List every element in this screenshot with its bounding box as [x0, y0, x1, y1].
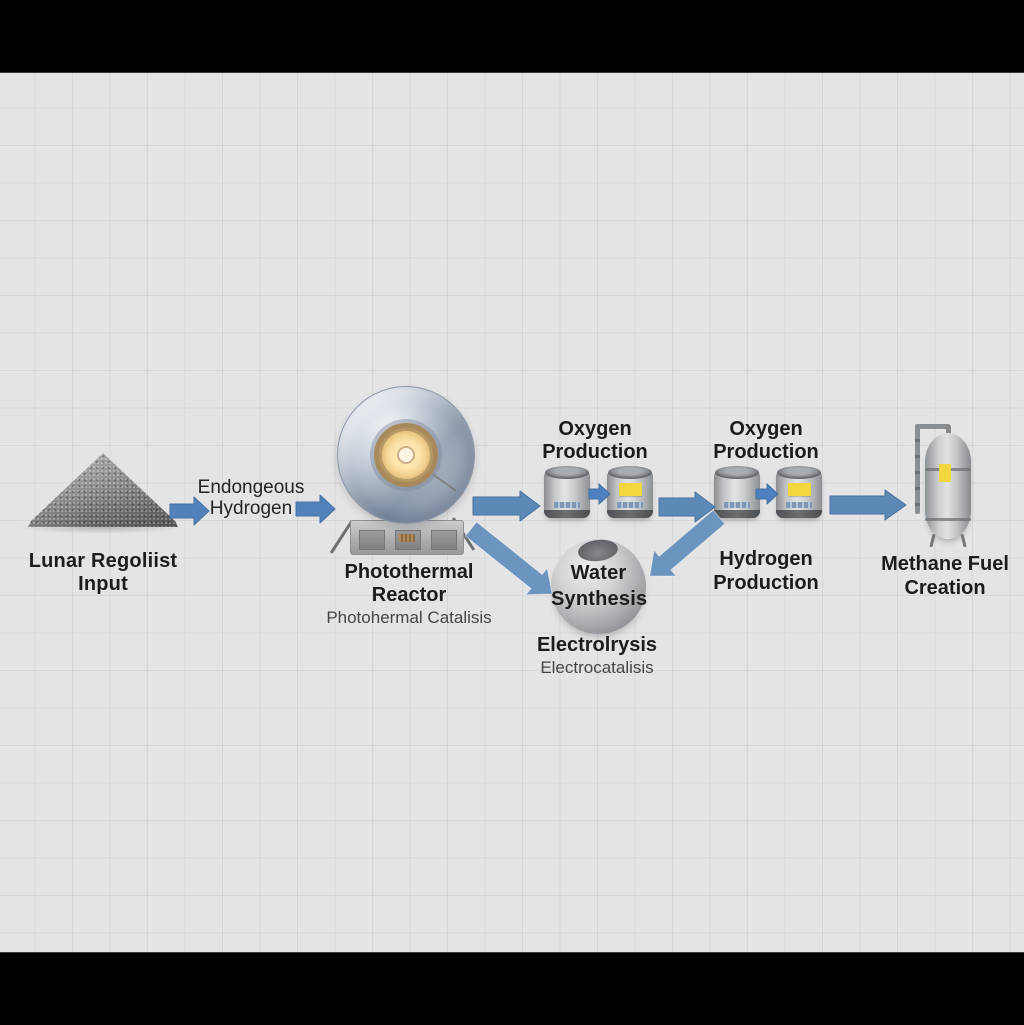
tank-pipe-vertical [915, 426, 920, 514]
canister-tag [724, 502, 750, 508]
electrolysis-subtitle: Electrocatalisis [540, 658, 654, 677]
canister-cap [777, 466, 821, 479]
methane-line1: Methane Fuel [881, 553, 1009, 575]
methane-line2: Creation [904, 577, 986, 599]
tank-body [925, 433, 971, 539]
tank-seam [925, 518, 971, 521]
gas-canister-icon [714, 466, 760, 518]
methane-label: Methane Fuel Creation [865, 552, 1024, 600]
feed-label: Endongeous Hydrogen [186, 477, 316, 519]
electrolysis-label: Electrolrysis Electrocatalisis [517, 634, 677, 678]
water-line2: Synthesis [551, 588, 648, 610]
regolith-label-line1: Lunar Regoliist [28, 550, 178, 572]
canister-yellow-label [788, 483, 811, 496]
canister-cap [608, 466, 652, 479]
tank-leg [929, 533, 936, 548]
reactor-label: Photothermal Reactor Photohermal Catalis… [309, 561, 509, 628]
sphere-tank-icon [551, 537, 646, 634]
canister-band [544, 510, 590, 518]
gas-canister-icon [544, 466, 590, 518]
feed-label-line1: Endongeous [197, 477, 305, 498]
canister-cap [715, 466, 759, 479]
regolith-label-line2: Input [78, 573, 128, 595]
tank-pipe-horizontal [915, 424, 950, 429]
reactor-base [350, 520, 464, 555]
oxygen-b-label: Oxygen Production [706, 418, 826, 464]
canister-tag [786, 502, 812, 508]
oxygen-b-line2: Production [713, 441, 819, 463]
gas-canister-icon [607, 466, 653, 518]
hydrogen-line2: Production [713, 572, 819, 594]
oxygen-b-line1: Oxygen [729, 418, 803, 440]
water-label: Water Synthesis [551, 560, 648, 612]
oxygen-a-label: Oxygen Production [535, 418, 655, 464]
canister-band [776, 510, 822, 518]
reactor-subtitle: Photohermal Catalisis [326, 608, 492, 627]
water-line1: Water [570, 562, 627, 584]
electrolysis-title: Electrolrysis [536, 634, 658, 656]
oxygen-a-line1: Oxygen [558, 418, 632, 440]
canister-band [714, 510, 760, 518]
letterbox-bar-top [0, 0, 1024, 73]
fuel-tank-icon [905, 420, 983, 550]
reactor-title: Photothermal Reactor [344, 561, 474, 606]
tank-pipe-elbow [946, 425, 951, 436]
feed-label-line2: Hydrogen [209, 498, 293, 519]
solar-dish-icon [337, 386, 475, 524]
dish-glow-core [397, 446, 415, 464]
hydrogen-label: Hydrogen Production [696, 547, 836, 595]
canister-tag [554, 502, 580, 508]
oxygen-a-line2: Production [542, 441, 648, 463]
gas-canister-icon [776, 466, 822, 518]
hydrogen-line1: Hydrogen [719, 548, 813, 570]
canister-cap [545, 466, 589, 479]
tank-leg [960, 533, 967, 548]
reactor-base-panel [359, 530, 385, 550]
tank-yellow-label [939, 464, 951, 482]
canister-tag [617, 502, 643, 508]
regolith-label: Lunar Regoliist Input [23, 550, 183, 596]
reactor-base-coil [399, 534, 415, 542]
canister-band [607, 510, 653, 518]
letterbox-bar-bottom [0, 952, 1024, 1025]
reactor-base-panel [431, 530, 457, 550]
canister-yellow-label [619, 483, 642, 496]
